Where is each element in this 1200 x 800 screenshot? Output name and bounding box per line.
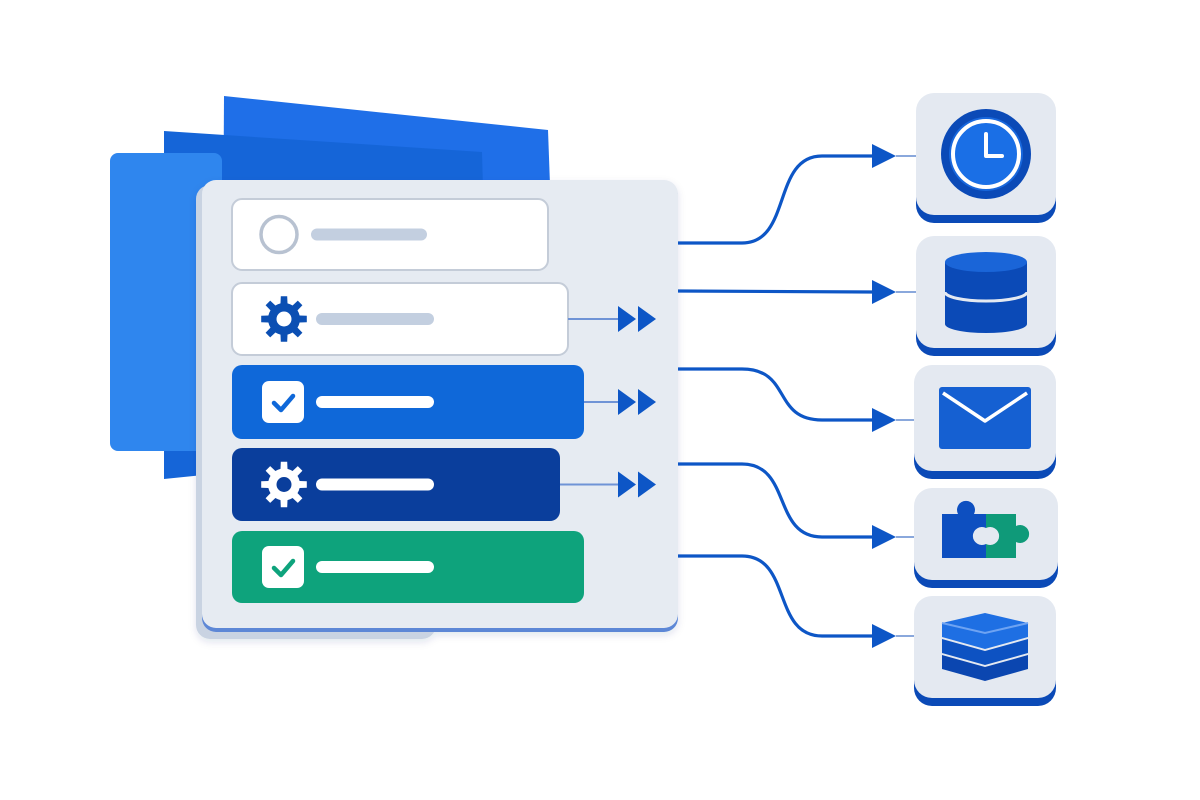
radio-circle-icon bbox=[259, 214, 299, 255]
task-row-config[interactable] bbox=[231, 282, 656, 356]
envelope-icon bbox=[939, 387, 1031, 449]
destination-tile-layers[interactable] bbox=[914, 596, 1056, 706]
destination-list bbox=[914, 93, 1058, 706]
connector-arrow-layers bbox=[678, 554, 914, 648]
connector-arrow-mail bbox=[678, 367, 914, 432]
task-list bbox=[231, 198, 656, 603]
destination-tile-clock[interactable] bbox=[916, 93, 1056, 223]
destination-tile-mail[interactable] bbox=[914, 365, 1056, 479]
tile-face bbox=[914, 488, 1058, 580]
checkbox-icon bbox=[262, 381, 304, 423]
task-row-pending[interactable] bbox=[231, 198, 549, 271]
clock-icon bbox=[941, 109, 1031, 199]
task-row-done-blue[interactable] bbox=[232, 365, 656, 439]
database-icon bbox=[943, 252, 1029, 333]
fast-forward-icon bbox=[584, 389, 656, 415]
gear-icon bbox=[261, 461, 307, 508]
gear-icon bbox=[261, 296, 307, 342]
layers-icon bbox=[941, 613, 1029, 681]
left-sheet bbox=[110, 153, 222, 451]
fast-forward-icon bbox=[568, 306, 656, 332]
destination-tile-plugin[interactable] bbox=[914, 488, 1058, 588]
task-row-done-green[interactable] bbox=[232, 531, 584, 603]
task-row-config-navy[interactable] bbox=[232, 448, 656, 521]
connector-arrow-database bbox=[677, 280, 916, 304]
checkbox-icon bbox=[262, 546, 304, 588]
connector-arrow-clock bbox=[678, 144, 916, 245]
connectors bbox=[677, 144, 916, 648]
destination-tile-database[interactable] bbox=[916, 236, 1056, 356]
puzzle-icon bbox=[942, 500, 1030, 558]
fast-forward-icon bbox=[560, 471, 656, 498]
connector-arrow-plugin bbox=[678, 462, 914, 549]
